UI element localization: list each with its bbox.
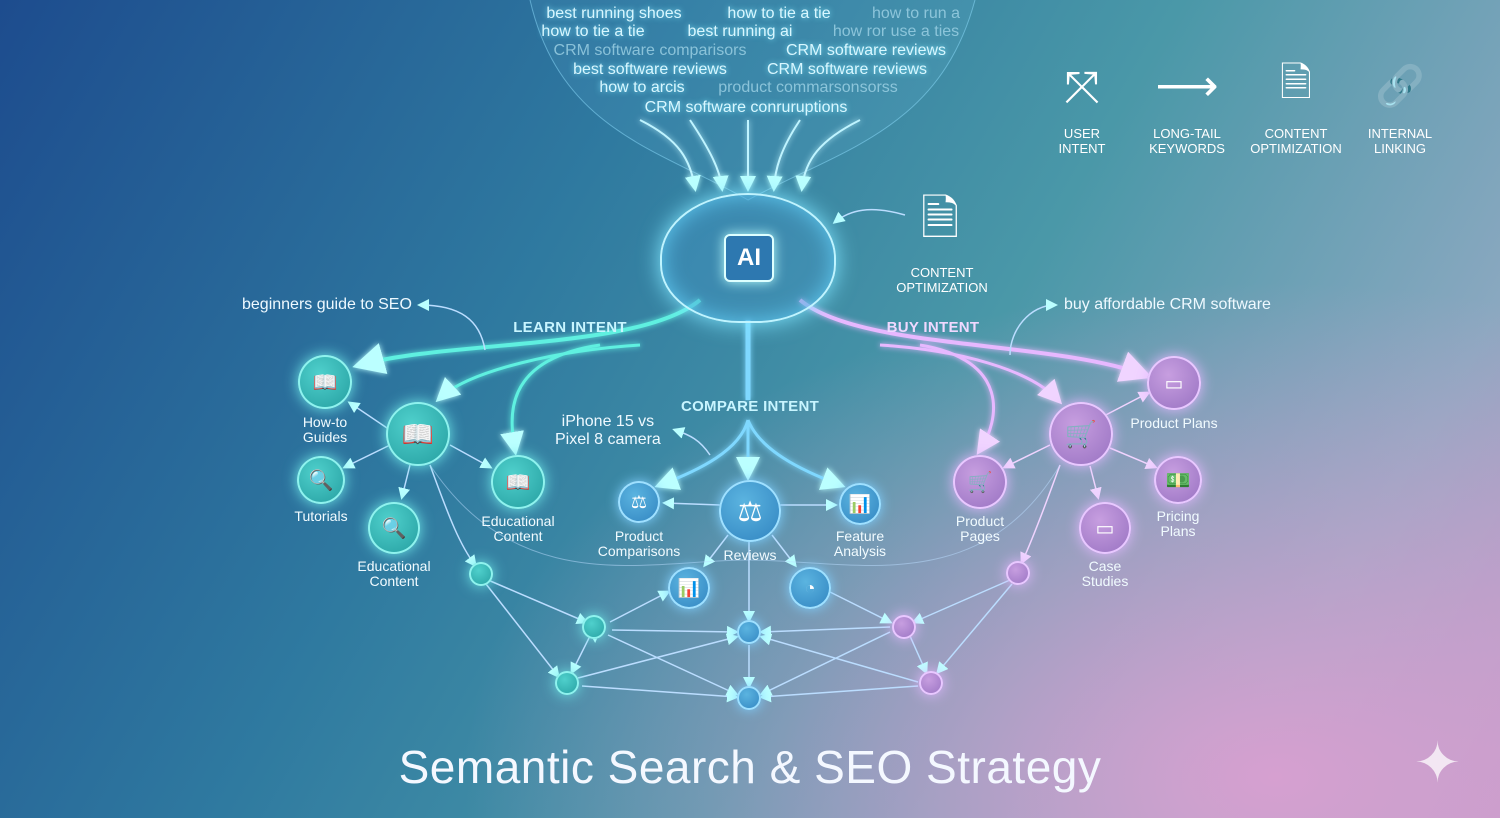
scale-icon[interactable]: ⚖ bbox=[618, 481, 660, 523]
keyword: how to arcis bbox=[599, 79, 685, 96]
keyword: CRM software conruruptions bbox=[644, 99, 848, 116]
legend-label: USER INTENT bbox=[1058, 126, 1106, 156]
node-label: Product Comparisons bbox=[597, 528, 681, 559]
node-label: Product Pages bbox=[955, 513, 1005, 544]
scale-icon[interactable]: ⚖ bbox=[719, 480, 781, 542]
document-gear-icon: 🗎 bbox=[1279, 61, 1313, 105]
keyword: product commarsonsorss bbox=[718, 79, 898, 96]
shopping-cart-icon[interactable]: 🛒 bbox=[1049, 402, 1113, 466]
sparkle-icon: ✦ bbox=[1414, 731, 1461, 794]
keyword: best running shoes bbox=[546, 5, 682, 22]
compare-query: iPhone 15 vs Pixel 8 camera bbox=[555, 413, 661, 448]
legend-label: INTERNAL LINKING bbox=[1367, 126, 1433, 156]
keyword: how to run a bbox=[871, 5, 961, 22]
shopping-cart-icon[interactable]: 🛒 bbox=[953, 455, 1007, 509]
network-node bbox=[555, 671, 579, 695]
pie-chart-icon[interactable]: ◔ bbox=[789, 567, 831, 609]
keyword: best software reviews bbox=[573, 61, 727, 78]
network-node bbox=[1006, 561, 1030, 585]
book-icon[interactable]: 📖 bbox=[491, 455, 545, 509]
node-label: How-to Guides bbox=[302, 414, 348, 445]
keyword: how ror use a ties bbox=[832, 23, 960, 40]
network-node bbox=[469, 562, 493, 586]
search-icon[interactable]: 🔍 bbox=[368, 502, 420, 554]
book-icon[interactable]: 📖 bbox=[298, 355, 352, 409]
ai-chip: AI bbox=[724, 234, 774, 282]
keyword: CRM software reviews bbox=[785, 42, 947, 59]
node-label: Case Studies bbox=[1081, 558, 1129, 589]
content-optimization-label: CONTENT OPTIMIZATION bbox=[896, 265, 988, 295]
node-label: Educational Content bbox=[481, 513, 555, 544]
node-label: Pricing Plans bbox=[1156, 508, 1200, 539]
legend-label: CONTENT OPTIMIZATION bbox=[1250, 126, 1342, 156]
network-node bbox=[919, 671, 943, 695]
keyword: how to tie a tie bbox=[541, 23, 645, 40]
arrow-right-icon: ⟶ bbox=[1155, 61, 1219, 111]
bar-chart-icon[interactable]: 📊 bbox=[668, 567, 710, 609]
node-label: Feature Analysis bbox=[833, 528, 887, 559]
page-title: Semantic Search & SEO Strategy bbox=[398, 741, 1102, 793]
keyword: best running ai bbox=[687, 23, 793, 40]
split-arrow-icon: ⤧ bbox=[1064, 63, 1100, 112]
buy-query: buy affordable CRM software bbox=[1064, 296, 1271, 313]
learn-query: beginners guide to SEO bbox=[242, 296, 412, 313]
network-node bbox=[737, 686, 761, 710]
compare-intent-label: COMPARE INTENT bbox=[680, 398, 820, 415]
bar-chart-icon[interactable]: 📊 bbox=[839, 483, 881, 525]
network-node bbox=[737, 620, 761, 644]
network-node bbox=[892, 615, 916, 639]
document-gear-icon: 🗎 bbox=[920, 192, 960, 246]
credit-card-icon[interactable]: ▭ bbox=[1079, 502, 1131, 554]
keyword: how to tie a tie bbox=[727, 5, 831, 22]
buy-intent-label: BUY INTENT bbox=[886, 319, 980, 336]
keyword: CRM software reviews bbox=[766, 61, 928, 78]
node-label: Educational Content bbox=[357, 558, 431, 589]
node-label: Reviews bbox=[723, 547, 777, 563]
learn-intent-label: LEARN INTENT bbox=[513, 319, 627, 336]
open-book-icon[interactable]: 📖 bbox=[386, 402, 450, 466]
chain-link-icon: 🔗 bbox=[1375, 64, 1425, 109]
search-icon[interactable]: 🔍 bbox=[297, 456, 345, 504]
cash-icon[interactable]: 💵 bbox=[1154, 456, 1202, 504]
legend-label: LONG-TAIL KEYWORDS bbox=[1149, 126, 1225, 156]
keyword: CRM software comparisors bbox=[553, 42, 747, 59]
network-node bbox=[582, 615, 606, 639]
node-label: Product Plans bbox=[1130, 415, 1218, 431]
node-label: Tutorials bbox=[294, 508, 348, 524]
credit-card-icon[interactable]: ▭ bbox=[1147, 356, 1201, 410]
